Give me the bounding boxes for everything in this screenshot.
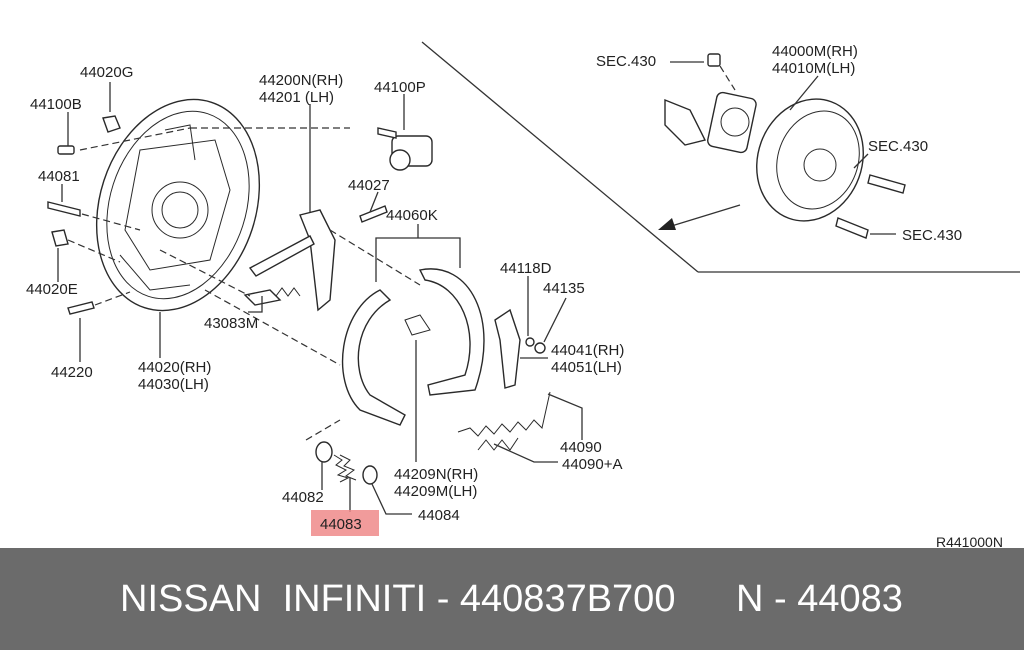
- label-44118d[interactable]: 44118D: [500, 260, 552, 277]
- label-44082[interactable]: 44082: [282, 489, 324, 506]
- label-43083m[interactable]: 43083M: [204, 315, 258, 332]
- label-44083[interactable]: 44083: [320, 516, 362, 533]
- label-44209n[interactable]: 44209N(RH): [394, 466, 478, 483]
- label-44051[interactable]: 44051(LH): [551, 359, 622, 376]
- left-hardware-drawing: [47, 115, 121, 315]
- springs-drawing: [269, 287, 551, 451]
- brake-parts-diagram: 44020G 44100B 44081 44020E 44220 44020(R…: [26, 41, 1020, 548]
- label-44201[interactable]: 44201 (LH): [259, 89, 334, 106]
- inset-drum-drawing: [658, 53, 906, 239]
- label-sec430-bottom[interactable]: SEC.430: [902, 227, 962, 244]
- label-44100p[interactable]: 44100P: [374, 79, 426, 96]
- label-44030-lh[interactable]: 44030(LH): [138, 376, 209, 393]
- adjuster-drawing: [494, 308, 546, 389]
- brake-shoes-drawing: [341, 268, 485, 426]
- label-44010m[interactable]: 44010M(LH): [772, 60, 855, 77]
- parking-lever-drawing: [243, 209, 336, 312]
- label-44100b[interactable]: 44100B: [30, 96, 82, 113]
- label-44090a[interactable]: 44090+A: [562, 456, 622, 473]
- label-44020e[interactable]: 44020E: [26, 281, 78, 298]
- label-44020-rh[interactable]: 44020(RH): [138, 359, 211, 376]
- label-44220[interactable]: 44220: [51, 364, 93, 381]
- label-44090[interactable]: 44090: [560, 439, 602, 456]
- label-44200n[interactable]: 44200N(RH): [259, 72, 343, 89]
- label-44060k[interactable]: 44060K: [386, 207, 438, 224]
- label-44084[interactable]: 44084: [418, 507, 460, 524]
- diagram-reference-code: R441000N: [936, 534, 1003, 548]
- label-44000m[interactable]: 44000M(RH): [772, 43, 858, 60]
- assembly-dashed-lines: [67, 65, 736, 441]
- wheel-cylinder-drawing: [359, 127, 433, 223]
- highlight-box: [311, 510, 379, 536]
- part-number-footer: NISSAN INFINITI - 440837B700 N - 44083: [0, 548, 1024, 650]
- inset-frame: [421, 41, 1020, 273]
- leader-lines: [57, 61, 896, 515]
- label-44020g[interactable]: 44020G: [80, 64, 133, 81]
- footer-brand-part-number: NISSAN INFINITI - 440837B700: [120, 577, 676, 620]
- hold-down-parts-drawing: [315, 441, 378, 485]
- backing-plate-drawing: [95, 98, 261, 312]
- label-44027[interactable]: 44027: [348, 177, 390, 194]
- label-44041[interactable]: 44041(RH): [551, 342, 624, 359]
- footer-diagram-number: N - 44083: [736, 577, 903, 620]
- part-labels: 44020G 44100B 44081 44020E 44220 44020(R…: [26, 43, 1003, 548]
- label-sec430-right[interactable]: SEC.430: [868, 138, 928, 155]
- label-44081[interactable]: 44081: [38, 168, 80, 185]
- label-44135[interactable]: 44135: [543, 280, 585, 297]
- label-sec430-top[interactable]: SEC.430: [596, 53, 656, 70]
- label-44209m[interactable]: 44209M(LH): [394, 483, 477, 500]
